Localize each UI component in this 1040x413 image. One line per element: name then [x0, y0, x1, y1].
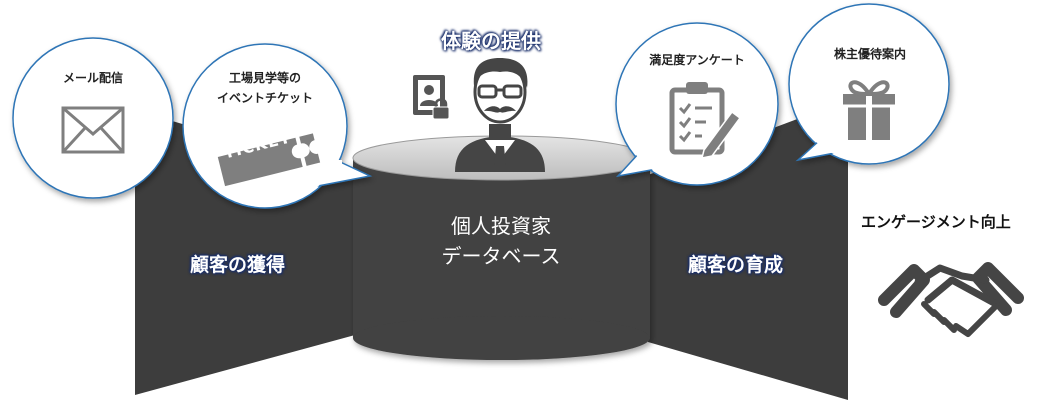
- ticket-icon: [217, 133, 321, 187]
- presenter-person-icon: [455, 58, 545, 172]
- bubble-gift: [788, 3, 950, 165]
- gift-icon: [843, 80, 895, 140]
- outcome-label: エンゲージメント向上: [861, 213, 1011, 231]
- handshake-icon: [878, 262, 1024, 337]
- profile-lock-icon: [413, 75, 450, 120]
- envelope-icon: [61, 106, 125, 154]
- bubble-gift-label: 株主優待案内: [833, 47, 906, 61]
- bubble-survey-label: 満足度アンケート: [649, 53, 745, 67]
- bubble-mail-label: メール配信: [62, 71, 123, 85]
- bubble-event-label-line2: イベントチケット: [216, 91, 313, 105]
- database-cylinder: [353, 160, 650, 360]
- database-label-line1: 個人投資家: [451, 214, 551, 238]
- title-label: 体験の提供: [441, 29, 541, 53]
- right-panel-label: 顧客の育成: [688, 254, 784, 276]
- bubble-survey: [615, 22, 779, 186]
- bubble-event-label-line1: 工場見学等の: [228, 71, 301, 85]
- database-label-line2: データベース: [441, 244, 561, 268]
- clipboard-icon: [669, 82, 742, 159]
- left-panel-label: 顧客の獲得: [190, 254, 286, 276]
